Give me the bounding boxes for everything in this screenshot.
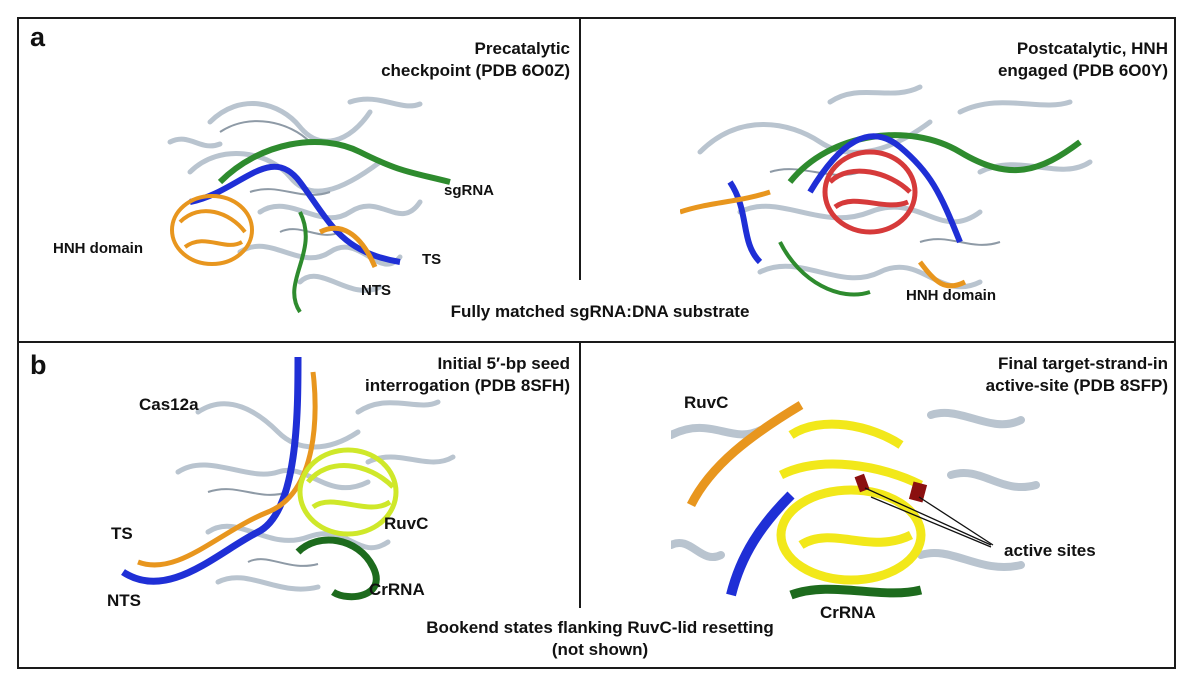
nts-ribbon (318, 225, 378, 268)
panel-b-right-title-line2: active-site (PDB 8SFP) (985, 376, 1168, 395)
label-hnh-domain-right: HNH domain (906, 287, 996, 304)
label-hnh-domain-left: HNH domain (53, 240, 143, 257)
protein-ribbons-dark (219, 120, 341, 236)
crrna-left (295, 536, 380, 601)
hnh-domain-left (170, 194, 254, 266)
sgrna-ribbon-2 (778, 241, 871, 297)
panel-a-right-title-line2: engaged (PDB 6O0Y) (997, 61, 1168, 80)
target-strand-ribbon (727, 133, 963, 265)
panel-a-footer: Fully matched sgRNA:DNA substrate (450, 302, 750, 321)
panel-b-letter: b (30, 350, 47, 380)
panel-b-right-title: Final target-strand-in active-site (PDB … (920, 353, 1168, 397)
panel-a-divider (579, 18, 581, 280)
panel-a (17, 17, 1176, 343)
panel-b-left-title-line2: interrogation (PDB 8SFH) (365, 376, 570, 395)
label-ts-b: TS (111, 524, 133, 543)
panel-a-left-title: Precatalytic checkpoint (PDB 6O0Z) (340, 38, 570, 82)
label-ruvc-right: RuvC (684, 393, 729, 412)
panel-b-divider (579, 343, 581, 608)
panel-a-right-title-line1: Postcatalytic, HNH (1016, 39, 1168, 58)
label-ts-a: TS (422, 251, 442, 268)
sgrna-ribbon (217, 139, 451, 185)
panel-b-footer-line2: (not shown) (551, 640, 649, 659)
label-nts-b: NTS (107, 591, 141, 610)
sgrna-ribbon (787, 132, 1082, 184)
ruvc-domain-left (297, 447, 399, 537)
hnh-domain-right (822, 149, 918, 235)
label-nts-a: NTS (361, 282, 391, 299)
panel-b-footer: Bookend states flanking RuvC-lid resetti… (340, 617, 860, 661)
panel-a-letter: a (30, 22, 46, 52)
panel-a-right-title: Postcatalytic, HNH engaged (PDB 6O0Y) (930, 38, 1168, 82)
sgrna-ribbon-2 (292, 211, 308, 314)
crrna-right (789, 584, 923, 600)
target-strand-ribbon (189, 163, 401, 265)
label-active-sites: active sites (1004, 541, 1096, 560)
panel-b-left-title-line1: Initial 5′-bp seed (437, 354, 570, 373)
nts-ribbon (680, 189, 967, 289)
structure-8sfh-illustration (121, 356, 456, 601)
label-cas12a: Cas12a (139, 395, 199, 414)
structure-8sfp-illustration (671, 395, 1041, 615)
protein-ribbons-dark (207, 488, 319, 567)
ts-ribbon (121, 356, 302, 585)
panel-b-left-title: Initial 5′-bp seed interrogation (PDB 8S… (330, 353, 570, 397)
protein-ribbons (167, 96, 423, 293)
structure-6o0y-illustration (680, 84, 1093, 297)
label-ruvc-left: RuvC (384, 514, 429, 533)
ruvc-domain-right (776, 419, 926, 585)
nts-ribbon (137, 371, 318, 568)
active-site-pointer-lines (864, 487, 994, 548)
panel-b-footer-line1: Bookend states flanking RuvC-lid resetti… (426, 618, 774, 637)
panel-a-left-title-line2: checkpoint (PDB 6O0Z) (381, 61, 570, 80)
label-sgrna: sgRNA (444, 182, 495, 199)
label-crrna-left: CrRNA (369, 580, 425, 599)
panel-b-right-title-line1: Final target-strand-in (997, 354, 1168, 373)
panel-a-left-title-line1: Precatalytic (474, 39, 570, 58)
ts-ribbon (726, 491, 795, 597)
structure-6o0z-illustration (167, 96, 451, 314)
nts-ribbon (686, 401, 804, 508)
label-crrna-right: CrRNA (820, 603, 876, 622)
